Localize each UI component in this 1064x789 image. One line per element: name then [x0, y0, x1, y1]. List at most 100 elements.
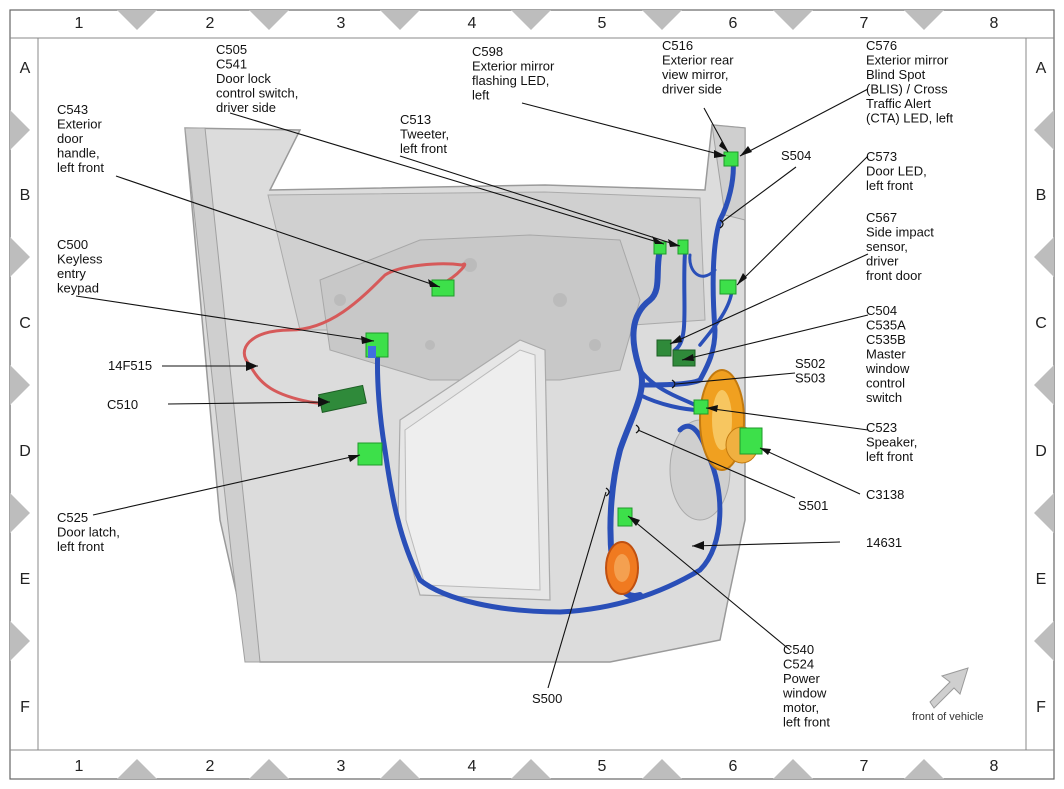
grid-row-label-D: D: [1035, 443, 1047, 460]
callout-line: C573: [866, 149, 897, 164]
callout-line: Blind Spot: [866, 67, 926, 82]
callout-line: flashing LED,: [472, 73, 549, 88]
connector-c540: [617, 507, 633, 527]
grid-column-label-8: 8: [990, 15, 999, 32]
grid-column-label-2: 2: [206, 15, 215, 32]
svg-text:S501: S501: [798, 498, 828, 513]
grid-column-label-4: 4: [468, 758, 477, 775]
callout-line: keypad: [57, 281, 99, 296]
callout-line: Side impact: [866, 225, 934, 240]
callout-14631: 14631: [866, 535, 902, 550]
callout-line: Door lock: [216, 71, 271, 86]
connector-c543: [431, 279, 455, 297]
grid-column-label-3: 3: [337, 15, 346, 32]
svg-text:C510: C510: [107, 397, 138, 412]
callout-line: left: [472, 88, 490, 103]
grid-column-label-6: 6: [729, 758, 738, 775]
splice-markers: [605, 219, 724, 497]
callout-line: left front: [866, 449, 913, 464]
callout-s501: S501: [798, 498, 828, 513]
callout-line: Master: [866, 347, 906, 362]
grid-column-label-1: 1: [75, 758, 84, 775]
grid-row-label-B: B: [1036, 187, 1047, 204]
callout-line: S503: [795, 371, 825, 386]
grid-row-label-E: E: [1036, 571, 1047, 588]
callout-line: Exterior rear: [662, 53, 734, 68]
callout-line: C525: [57, 510, 88, 525]
callout-line: left front: [57, 539, 104, 554]
callout-c510: C510: [107, 397, 138, 412]
callout-line: (CTA) LED, left: [866, 111, 954, 126]
callout-line: C505: [216, 42, 247, 57]
callout-line: Exterior mirror: [472, 59, 555, 74]
grid-row-label-C: C: [1035, 315, 1047, 332]
door-inner-panel: [184, 124, 746, 663]
grid-row-label-F: F: [20, 699, 30, 716]
callout-14f515: 14F515: [108, 358, 152, 373]
callout-line: handle,: [57, 146, 100, 161]
grid-column-label-1: 1: [75, 15, 84, 32]
callout-line: Tweeter,: [400, 127, 449, 142]
callout-line: window: [782, 686, 827, 701]
grid-row-label-D: D: [19, 443, 31, 460]
grid-column-label-5: 5: [598, 758, 607, 775]
callout-line: left front: [783, 715, 830, 730]
callout-line: C535B: [866, 332, 906, 347]
grid-column-label-7: 7: [860, 758, 869, 775]
callout-line: Traffic Alert: [866, 96, 931, 111]
power-window-motor: [605, 541, 639, 595]
callout-line: C567: [866, 210, 897, 225]
callout-line: switch: [866, 390, 902, 405]
callout-s504: S504: [781, 148, 811, 163]
svg-text:14F515: 14F515: [108, 358, 152, 373]
connectors: [318, 151, 763, 527]
svg-text:S504: S504: [781, 148, 811, 163]
callout-line: window: [865, 361, 910, 376]
callout-line: view mirror,: [662, 67, 728, 82]
front-of-vehicle-indicator: front of vehicle: [912, 667, 984, 723]
callout-line: S501: [798, 498, 828, 513]
callout-line: door: [57, 131, 84, 146]
callout-line: C543: [57, 102, 88, 117]
callout-line: S500: [532, 691, 562, 706]
callout-line: 14631: [866, 535, 902, 550]
callout-line: Door LED,: [866, 164, 927, 179]
callout-line: driver side: [216, 100, 276, 115]
grid-markers: [10, 10, 1054, 779]
callout-line: C500: [57, 237, 88, 252]
svg-text:C3138: C3138: [866, 487, 904, 502]
callout-line: S504: [781, 148, 811, 163]
callout-line: C535A: [866, 318, 906, 333]
grid-row-label-C: C: [19, 315, 31, 332]
grid-row-label-A: A: [20, 60, 31, 77]
grid-row-label-E: E: [20, 571, 31, 588]
callout-line: C540: [783, 642, 814, 657]
connector-c525: [357, 442, 383, 466]
callout-line: S502: [795, 356, 825, 371]
connector-c573: [719, 279, 737, 295]
callout-line: C513: [400, 112, 431, 127]
connector-c504: [672, 349, 696, 367]
callout-line: Keyless: [57, 252, 103, 267]
